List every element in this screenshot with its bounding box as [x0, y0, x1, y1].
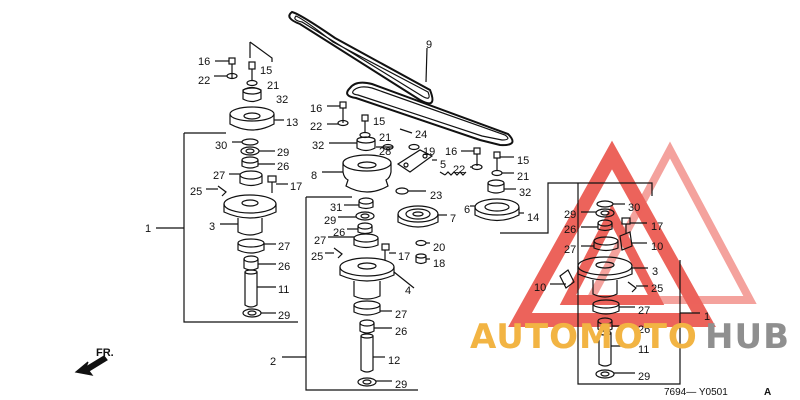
callout-15: 15 — [260, 65, 272, 77]
callout-11: 11 — [278, 284, 289, 296]
callout-27: 27 — [395, 309, 407, 321]
callout-19: 19 — [423, 146, 435, 158]
callout-12: 12 — [388, 355, 400, 367]
callout-27: 27 — [314, 235, 326, 247]
callout-32: 32 — [519, 187, 531, 199]
callout-30: 30 — [215, 140, 227, 152]
idler-assembly — [376, 128, 602, 265]
drawing-lines — [74, 10, 700, 391]
callout-21: 21 — [379, 132, 391, 144]
bracket-1-right — [577, 183, 681, 385]
bracket-2 — [305, 197, 418, 391]
center-spindle-assembly — [282, 101, 418, 391]
callout-29: 29 — [277, 147, 289, 159]
callout-28: 28 — [379, 146, 391, 158]
callout-25: 25 — [311, 251, 323, 263]
callout-27: 27 — [278, 241, 290, 253]
callout-27: 27 — [638, 305, 650, 317]
drawing-code-suffix: A — [764, 387, 771, 398]
callout-8: 8 — [311, 170, 317, 182]
right-spindle-assembly — [550, 182, 700, 385]
watermark-brand-right: HUB — [705, 317, 790, 357]
callout-31: 31 — [330, 202, 342, 214]
callout-32: 32 — [276, 94, 288, 106]
drawing-code: 7694— Y0501 — [664, 387, 728, 398]
callout-2: 2 — [270, 356, 276, 368]
callout-7: 7 — [450, 213, 456, 225]
callout-29: 29 — [638, 371, 650, 383]
callout-1: 1 — [145, 223, 151, 235]
callout-3: 3 — [209, 221, 215, 233]
callout-32: 32 — [312, 140, 324, 152]
direction-label: FR. — [96, 347, 114, 359]
callout-22: 22 — [310, 121, 322, 133]
callout-6: 6 — [464, 204, 470, 216]
callout-29: 29 — [324, 215, 336, 227]
callout-17: 17 — [290, 181, 302, 193]
watermark-brand-left: AUTOMOTO — [470, 317, 698, 357]
left-spindle-assembly — [156, 41, 298, 323]
callout-11: 11 — [638, 344, 649, 356]
callout-26: 26 — [395, 326, 407, 338]
callout-18: 18 — [433, 258, 445, 270]
callout-24: 24 — [415, 129, 427, 141]
callout-22: 22 — [198, 75, 210, 87]
callout-16: 16 — [198, 56, 210, 68]
callout-16: 16 — [445, 146, 457, 158]
belt-9 — [288, 10, 514, 147]
callout-21: 21 — [267, 80, 279, 92]
callout-30: 30 — [628, 202, 640, 214]
callout-14: 14 — [527, 212, 539, 224]
callout-10: 10 — [651, 241, 663, 253]
callout-20: 20 — [433, 242, 445, 254]
callout-15: 15 — [373, 116, 385, 128]
callout-3: 3 — [652, 266, 658, 278]
callout-26: 26 — [564, 224, 576, 236]
callout-26: 26 — [278, 261, 290, 273]
callout-10: 10 — [534, 282, 546, 294]
warning-triangle-logo-side — [583, 141, 757, 304]
callout-15: 15 — [517, 155, 529, 167]
callout-13: 13 — [286, 117, 298, 129]
callout-29: 29 — [278, 310, 290, 322]
callout-26: 26 — [277, 161, 289, 173]
callout-4: 4 — [405, 285, 411, 297]
callout-21: 21 — [517, 171, 529, 183]
callout-23: 23 — [430, 190, 442, 202]
callout-17: 17 — [651, 221, 663, 233]
callout-29: 29 — [564, 209, 576, 221]
callout-26: 26 — [638, 324, 650, 336]
callout-17: 17 — [398, 251, 410, 263]
callout-22: 22 — [453, 164, 465, 176]
callout-1: 1 — [704, 311, 710, 323]
callout-9: 9 — [426, 39, 432, 51]
bracket-1 — [183, 133, 298, 323]
callout-29: 29 — [395, 379, 407, 391]
callout-25: 25 — [651, 283, 663, 295]
callout-27: 27 — [213, 170, 225, 182]
front-direction-arrow — [74, 355, 108, 376]
callout-26: 26 — [333, 227, 345, 239]
callout-16: 16 — [310, 103, 322, 115]
watermark-logo — [508, 140, 757, 327]
callout-25: 25 — [190, 186, 202, 198]
callout-27: 27 — [564, 244, 576, 256]
callout-5: 5 — [440, 159, 446, 171]
